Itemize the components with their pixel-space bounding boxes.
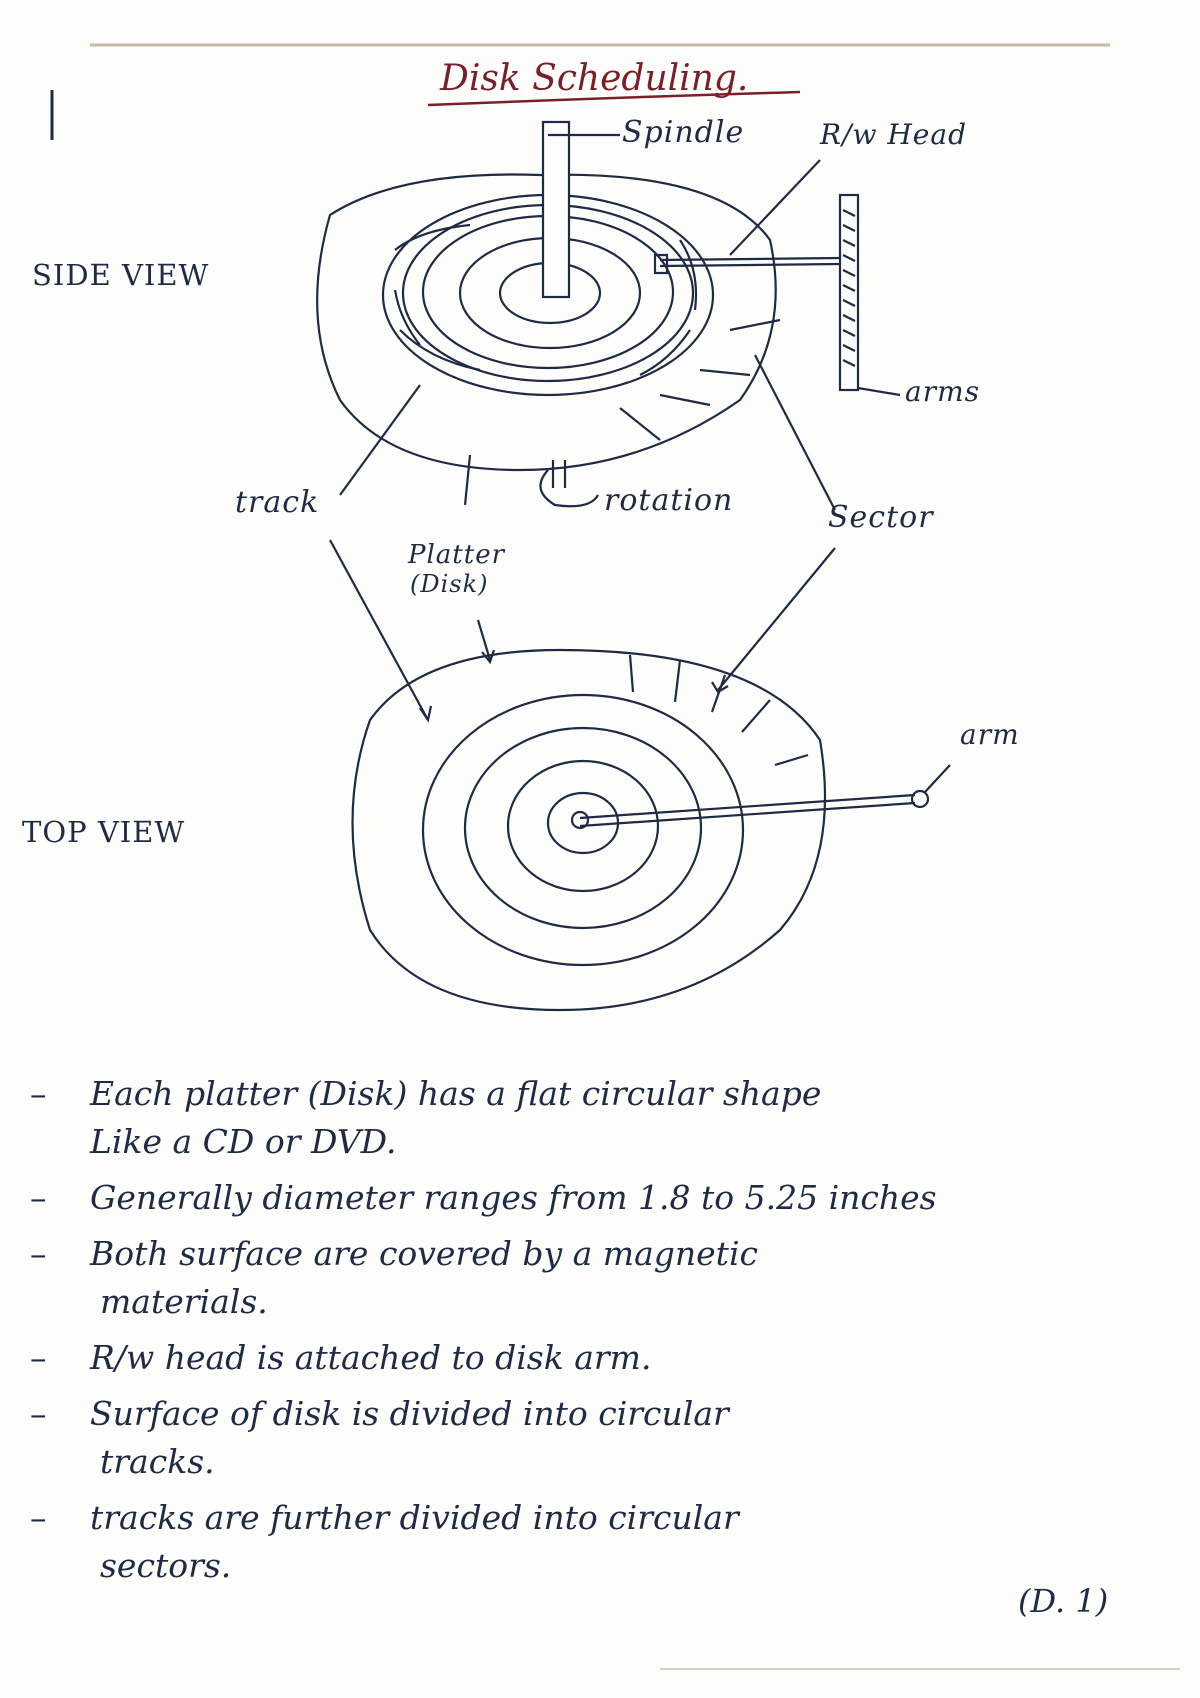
note-line: Both surface are covered by a magnetic <box>90 1234 758 1273</box>
notes-list: – Each platter (Disk) has a flat circula… <box>30 1070 1180 1598</box>
rw-arm <box>838 193 860 392</box>
note-item: – R/w head is attached to disk arm. <box>30 1334 1180 1382</box>
bullet-dash: – <box>30 1074 47 1113</box>
note-line: Each platter (Disk) has a flat circular … <box>90 1074 822 1113</box>
platter-sublabel: (Disk) <box>410 570 489 598</box>
track-label: track <box>235 485 320 520</box>
note-line: tracks are further divided into circular <box>90 1498 739 1537</box>
note-item: – tracks are further divided into circul… <box>30 1494 1180 1590</box>
note-item: – Generally diameter ranges from 1.8 to … <box>30 1174 1180 1222</box>
note-line: Generally diameter ranges from 1.8 to 5.… <box>90 1178 937 1217</box>
arms-label: arms <box>905 375 980 408</box>
bullet-dash: – <box>30 1394 47 1433</box>
spindle-shaft <box>541 120 571 299</box>
note-item: – Surface of disk is divided into circul… <box>30 1390 1180 1486</box>
page-title: Disk Scheduling. <box>440 58 749 99</box>
page-edge-line <box>660 1668 1180 1670</box>
arm-label: arm <box>960 718 1020 751</box>
bullet-dash: – <box>30 1498 47 1537</box>
spindle-label: Spindle <box>622 115 745 150</box>
platter-label: Platter <box>408 540 506 570</box>
note-line: sectors. <box>100 1546 232 1585</box>
note-line: Like a CD or DVD. <box>90 1122 397 1161</box>
bullet-dash: – <box>30 1338 47 1377</box>
note-line: materials. <box>100 1282 268 1321</box>
rotation-label: rotation <box>604 483 734 518</box>
note-item: – Each platter (Disk) has a flat circula… <box>30 1070 1180 1166</box>
top-view-platter <box>351 648 827 1012</box>
bullet-dash: – <box>30 1178 47 1217</box>
note-line: Surface of disk is divided into circular <box>90 1394 729 1433</box>
note-line: tracks. <box>100 1442 215 1481</box>
note-line: R/w head is attached to disk arm. <box>90 1338 652 1377</box>
rw-head-label: R/w Head <box>820 118 967 151</box>
side-view-heading: SIDE VIEW <box>32 258 210 292</box>
sector-label: Sector <box>828 500 934 535</box>
top-view-heading: TOP VIEW <box>22 815 186 849</box>
note-item: – Both surface are covered by a magnetic… <box>30 1230 1180 1326</box>
bullet-dash: – <box>30 1234 47 1273</box>
page-number: (D. 1) <box>1018 1582 1109 1620</box>
